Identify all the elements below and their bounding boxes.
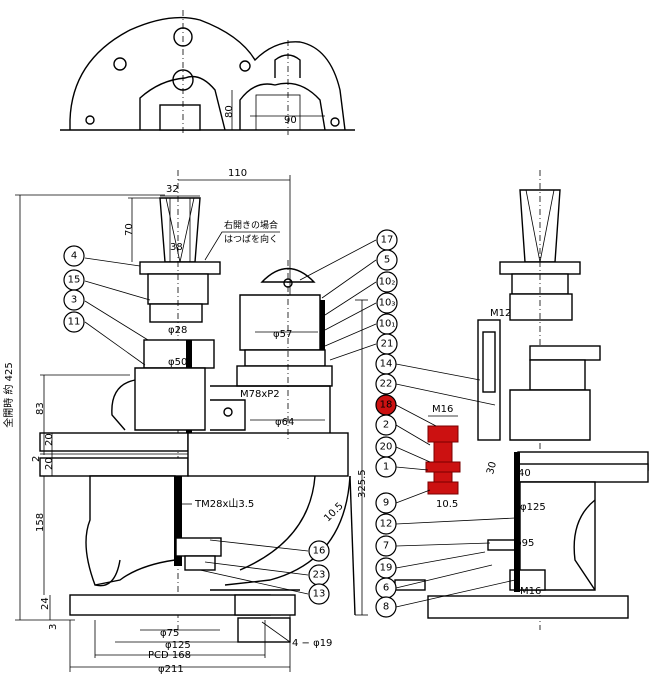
dim-10-5b: 10.5 <box>436 499 458 510</box>
dim-m16-bottom: M16 <box>520 586 541 597</box>
dim-20a: 20 <box>44 433 55 446</box>
dim-38: 38 <box>170 242 183 253</box>
dim-phi125-right: φ125 <box>520 502 546 513</box>
dim-20b: 20 <box>44 457 55 470</box>
drawing-note: 右開きの場合 はつばを向く <box>204 219 280 261</box>
dim-tm28: TM28x山3.5 <box>194 498 254 510</box>
dim-158: 158 <box>35 513 46 532</box>
dim-83: 83 <box>35 402 46 415</box>
callout-6: 6 <box>383 583 389 594</box>
dim-phi64: φ64 <box>275 417 294 428</box>
top-dimensions: 32 110 70 38 φ28 φ50 φ57 M78xP2 φ64 TM28… <box>124 168 368 616</box>
callout-17: 17 <box>381 235 394 246</box>
dim-24: 24 <box>40 597 51 610</box>
callout-15: 15 <box>68 275 81 286</box>
callout-10-1: 10₁ <box>379 319 396 330</box>
dim-80: 80 <box>224 105 235 118</box>
left-dimensions: 全開時 約 425 83 20 2 20 158 24 3 <box>2 194 165 630</box>
callouts-top-right: 17 5 10₂ 10₃ 10₁ 21 <box>299 229 398 361</box>
bottom-dimensions: φ75 φ125 PCD 168 φ211 4 − φ19 <box>69 615 332 675</box>
callout-20: 20 <box>380 442 393 453</box>
dim-m12: M12 <box>490 308 511 319</box>
callout-2: 2 <box>383 420 389 431</box>
dim-425: 全開時 約 425 <box>2 362 15 427</box>
dim-m16-top: M16 <box>432 404 453 415</box>
callout-11: 11 <box>68 317 81 328</box>
dim-phi95: φ95 <box>515 538 534 549</box>
callouts-bottom-center: 16 23 13 <box>199 539 330 605</box>
dim-phi28: φ28 <box>168 325 187 336</box>
dim-phi125: φ125 <box>165 640 191 651</box>
dim-10-5: 10.5 <box>322 501 346 525</box>
dim-pcd168: PCD 168 <box>148 650 191 661</box>
dim-325-5: 325.5 <box>357 469 368 498</box>
callout-21: 21 <box>381 339 394 350</box>
dim-32: 32 <box>166 184 179 195</box>
dim-m78: M78xP2 <box>240 389 280 400</box>
side-view: M12 40 φ125 φ95 M16 <box>394 170 649 630</box>
dim-phi211: φ211 <box>158 664 184 675</box>
callout-5: 5 <box>384 255 390 266</box>
note-line1: 右開きの場合 <box>224 219 278 231</box>
callout-16: 16 <box>313 546 326 557</box>
callout-10-3: 10₃ <box>379 298 396 309</box>
dim-40: 40 <box>518 468 531 479</box>
callout-18: 18 <box>380 400 393 411</box>
callout-13: 13 <box>313 589 326 600</box>
dim-phi75: φ75 <box>160 628 179 639</box>
dim-110: 110 <box>228 168 247 179</box>
dim-3: 3 <box>48 624 59 630</box>
dim-90: 90 <box>284 115 297 126</box>
dim-2: 2 <box>31 456 42 462</box>
callout-1: 1 <box>383 462 389 473</box>
top-view: 90 80 <box>60 10 355 135</box>
callout-4: 4 <box>71 251 77 262</box>
callout-9: 9 <box>383 498 389 509</box>
callout-3: 3 <box>71 295 77 306</box>
highlighted-bolt: M16 30 10.5 <box>425 404 499 510</box>
callout-22: 22 <box>380 379 393 390</box>
dim-30: 30 <box>485 461 499 476</box>
callout-14: 14 <box>380 359 393 370</box>
callout-10-2: 10₂ <box>379 277 396 288</box>
callout-23: 23 <box>313 570 326 581</box>
dim-phi50: φ50 <box>168 357 187 368</box>
callout-12: 12 <box>380 519 393 530</box>
callouts-left: 4 15 3 11 <box>63 245 151 366</box>
front-section-view <box>39 170 356 643</box>
note-line2: はつばを向く <box>224 233 278 245</box>
callout-19: 19 <box>380 563 393 574</box>
callout-8: 8 <box>383 602 389 613</box>
callouts-right-column: 14 22 18 2 20 1 9 12 7 19 6 8 <box>375 353 516 618</box>
callout-7: 7 <box>383 541 389 552</box>
dim-70: 70 <box>124 223 135 236</box>
dim-phi57: φ57 <box>273 329 292 340</box>
dim-4-phi19: 4 − φ19 <box>292 638 332 649</box>
